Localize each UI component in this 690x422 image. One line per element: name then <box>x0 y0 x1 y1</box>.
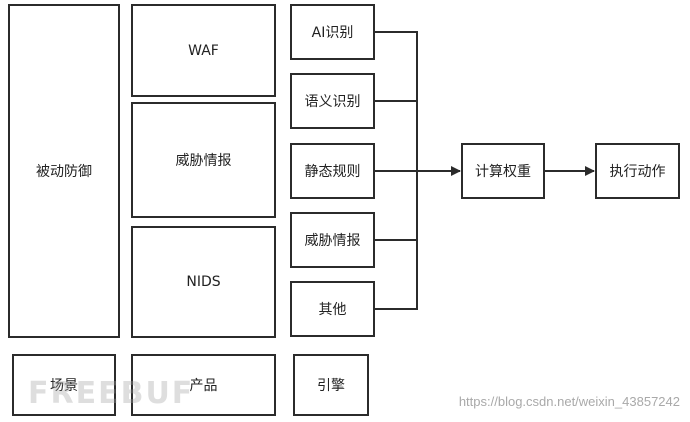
product-threat-intel-label: 威胁情报 <box>175 153 232 169</box>
product-nids: NIDS <box>131 226 276 338</box>
engine-other-label: 其他 <box>318 302 347 318</box>
connector-ai <box>375 31 418 171</box>
engine-other: 其他 <box>290 281 375 337</box>
compute-weight-label: 计算权重 <box>475 164 531 180</box>
scene-label: 被动防御 <box>36 164 92 180</box>
engine-semantic-recognition: 语义识别 <box>290 73 375 129</box>
engine-static-rules: 静态规则 <box>290 143 375 199</box>
freebuf-watermark-logo: FREEBUF <box>28 376 195 411</box>
engine-static-label: 静态规则 <box>304 164 361 180</box>
product-footer-label: 产品 <box>189 378 218 394</box>
product-waf-label: WAF <box>188 42 219 59</box>
scene-footer: 场景 <box>12 354 116 416</box>
execute-action-node: 执行动作 <box>595 143 680 199</box>
engine-semantic-label: 语义识别 <box>304 94 361 110</box>
execute-action-label: 执行动作 <box>609 164 666 180</box>
product-threat-intel: 威胁情报 <box>131 102 276 218</box>
engine-ai-recognition: AI识别 <box>290 4 375 60</box>
scene-passive-defense: 被动防御 <box>8 4 120 338</box>
engine-footer: 引擎 <box>293 354 369 416</box>
engine-footer-label: 引擎 <box>317 378 345 394</box>
product-waf: WAF <box>131 4 276 97</box>
compute-weight-node: 计算权重 <box>461 143 545 199</box>
connector-other <box>375 171 418 310</box>
product-nids-label: NIDS <box>186 274 221 290</box>
scene-footer-label: 场景 <box>50 378 78 394</box>
engine-threat-intel: 威胁情报 <box>290 212 375 268</box>
product-footer: 产品 <box>131 354 276 416</box>
csdn-watermark-url: https://blog.csdn.net/weixin_43857242 <box>458 394 680 409</box>
engine-ai-label: AI识别 <box>311 25 354 41</box>
engine-threat-label: 威胁情报 <box>304 233 361 249</box>
